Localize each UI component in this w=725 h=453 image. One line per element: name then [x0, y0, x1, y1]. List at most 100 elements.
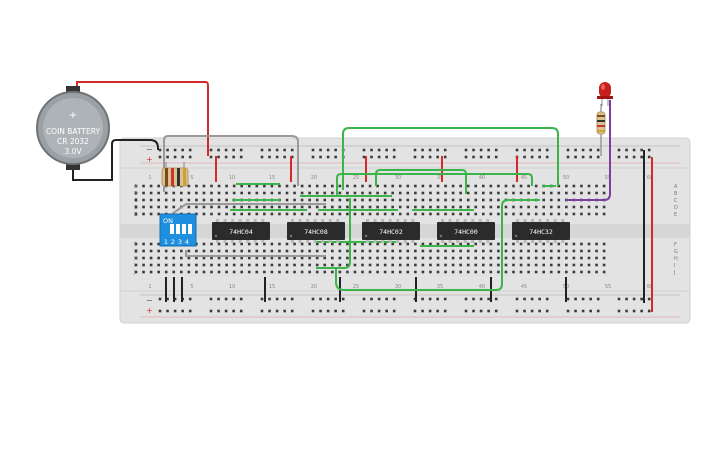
- rail-hole[interactable]: [589, 297, 592, 301]
- rail-hole[interactable]: [421, 148, 424, 152]
- coin-battery[interactable]: [36, 86, 110, 170]
- breadboard-hole[interactable]: [489, 184, 493, 188]
- rail-hole[interactable]: [530, 297, 534, 301]
- breadboard-hole[interactable]: [489, 198, 493, 202]
- breadboard-hole[interactable]: [293, 263, 296, 267]
- rail-hole[interactable]: [617, 148, 621, 152]
- breadboard-hole[interactable]: [210, 242, 213, 246]
- breadboard-hole[interactable]: [534, 263, 538, 267]
- breadboard-hole[interactable]: [195, 263, 198, 267]
- breadboard-hole[interactable]: [172, 191, 176, 195]
- breadboard-hole[interactable]: [346, 198, 349, 202]
- breadboard-hole[interactable]: [429, 256, 432, 260]
- rail-hole[interactable]: [173, 297, 177, 301]
- breadboard-hole[interactable]: [580, 184, 583, 188]
- rail-hole[interactable]: [479, 309, 483, 313]
- breadboard-hole[interactable]: [497, 191, 500, 195]
- rail-hole[interactable]: [275, 297, 279, 301]
- rail-hole[interactable]: [311, 155, 315, 159]
- breadboard-hole[interactable]: [240, 263, 243, 267]
- breadboard-hole[interactable]: [602, 263, 606, 267]
- breadboard-hole[interactable]: [142, 205, 145, 209]
- breadboard-hole[interactable]: [180, 263, 183, 267]
- breadboard-hole[interactable]: [180, 249, 183, 253]
- breadboard-hole[interactable]: [602, 242, 606, 246]
- breadboard-hole[interactable]: [459, 191, 462, 195]
- breadboard-hole[interactable]: [353, 256, 357, 260]
- breadboard-hole[interactable]: [278, 249, 281, 253]
- rail-hole[interactable]: [334, 148, 337, 152]
- breadboard-hole[interactable]: [587, 249, 591, 253]
- rail-hole[interactable]: [224, 309, 228, 313]
- breadboard-hole[interactable]: [429, 263, 432, 267]
- rail-hole[interactable]: [334, 297, 337, 301]
- breadboard-hole[interactable]: [595, 184, 598, 188]
- rail-hole[interactable]: [283, 148, 286, 152]
- breadboard-hole[interactable]: [406, 270, 410, 274]
- rail-hole[interactable]: [589, 309, 592, 313]
- rail-hole[interactable]: [625, 148, 628, 152]
- rail-hole[interactable]: [574, 297, 577, 301]
- breadboard-hole[interactable]: [300, 191, 304, 195]
- breadboard-hole[interactable]: [497, 184, 500, 188]
- breadboard-hole[interactable]: [421, 270, 425, 274]
- breadboard-hole[interactable]: [512, 249, 515, 253]
- breadboard-hole[interactable]: [383, 191, 387, 195]
- breadboard-hole[interactable]: [587, 205, 591, 209]
- rail-hole[interactable]: [640, 155, 643, 159]
- breadboard-hole[interactable]: [202, 270, 206, 274]
- rail-hole[interactable]: [538, 309, 541, 313]
- rail-hole[interactable]: [232, 155, 235, 159]
- rail-hole[interactable]: [268, 148, 271, 152]
- breadboard-hole[interactable]: [353, 205, 357, 209]
- breadboard-hole[interactable]: [134, 191, 138, 195]
- breadboard-hole[interactable]: [406, 205, 410, 209]
- breadboard-hole[interactable]: [557, 191, 561, 195]
- rail-hole[interactable]: [385, 297, 388, 301]
- breadboard-hole[interactable]: [323, 263, 327, 267]
- breadboard-hole[interactable]: [368, 249, 372, 253]
- breadboard-hole[interactable]: [134, 205, 138, 209]
- breadboard-hole[interactable]: [595, 263, 598, 267]
- breadboard-hole[interactable]: [217, 256, 221, 260]
- breadboard-hole[interactable]: [232, 270, 236, 274]
- rail-hole[interactable]: [392, 309, 396, 313]
- breadboard-hole[interactable]: [315, 242, 319, 246]
- rail-hole[interactable]: [239, 148, 243, 152]
- breadboard-hole[interactable]: [565, 212, 568, 216]
- rail-hole[interactable]: [487, 309, 490, 313]
- breadboard-hole[interactable]: [542, 263, 545, 267]
- rail-hole[interactable]: [523, 148, 526, 152]
- breadboard-hole[interactable]: [172, 198, 176, 202]
- breadboard-hole[interactable]: [466, 242, 470, 246]
- breadboard-hole[interactable]: [512, 184, 515, 188]
- rail-hole[interactable]: [377, 309, 381, 313]
- breadboard-hole[interactable]: [527, 249, 530, 253]
- breadboard-hole[interactable]: [202, 205, 206, 209]
- breadboard-hole[interactable]: [542, 205, 545, 209]
- breadboard-hole[interactable]: [497, 263, 500, 267]
- breadboard-hole[interactable]: [142, 191, 145, 195]
- rail-hole[interactable]: [647, 155, 651, 159]
- rail-hole[interactable]: [428, 148, 432, 152]
- breadboard-hole[interactable]: [217, 205, 221, 209]
- breadboard-hole[interactable]: [565, 205, 568, 209]
- rail-hole[interactable]: [596, 148, 600, 152]
- rail-hole[interactable]: [581, 155, 585, 159]
- breadboard-hole[interactable]: [482, 256, 485, 260]
- breadboard-hole[interactable]: [383, 198, 387, 202]
- breadboard-hole[interactable]: [300, 263, 304, 267]
- breadboard-hole[interactable]: [414, 184, 417, 188]
- breadboard-hole[interactable]: [368, 256, 372, 260]
- breadboard-hole[interactable]: [149, 205, 153, 209]
- rail-hole[interactable]: [326, 155, 330, 159]
- breadboard-hole[interactable]: [323, 249, 327, 253]
- rail-hole[interactable]: [290, 309, 294, 313]
- breadboard-hole[interactable]: [285, 198, 289, 202]
- breadboard-hole[interactable]: [572, 242, 576, 246]
- breadboard-hole[interactable]: [202, 191, 206, 195]
- rail-hole[interactable]: [392, 155, 396, 159]
- rail-hole[interactable]: [319, 297, 322, 301]
- rail-hole[interactable]: [341, 297, 345, 301]
- breadboard-hole[interactable]: [142, 242, 145, 246]
